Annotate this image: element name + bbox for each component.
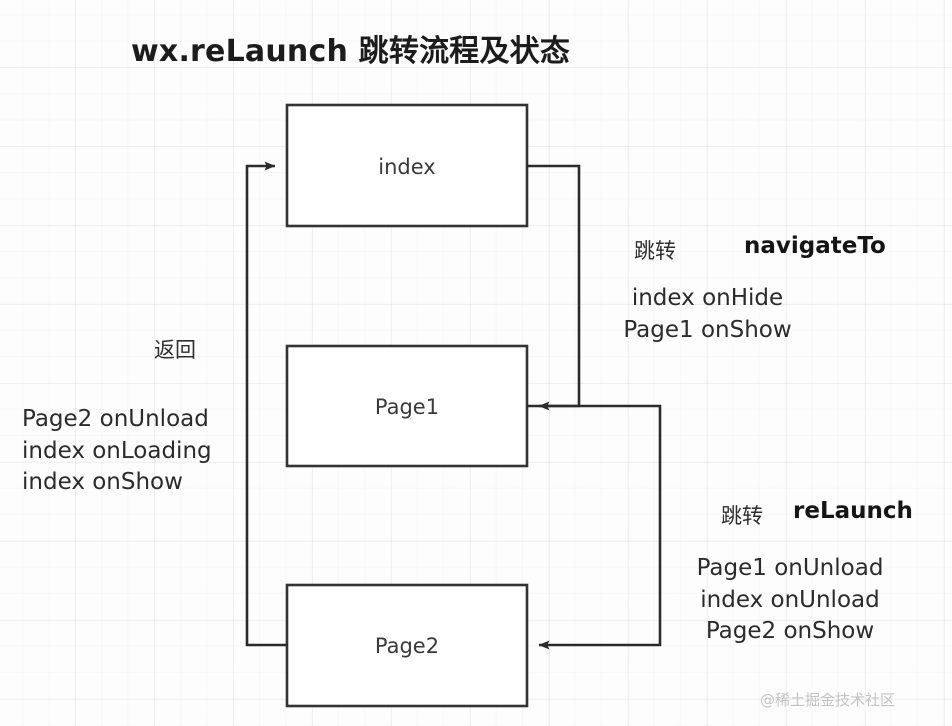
lifecycle-line: Page2 onUnload — [22, 406, 209, 432]
lifecycle-line: Page2 onShow — [705, 618, 875, 645]
lifecycle-line: index onHide — [631, 285, 784, 311]
edge-lifecycle-back: Page2 onUnload index onLoading index onS… — [22, 404, 252, 499]
node-box-page1 — [285, 344, 529, 468]
edge-api-relaunch: reLaunch — [793, 498, 913, 524]
edge-lifecycle-navigate: index onHide Page1 onShow — [590, 283, 825, 346]
lifecycle-line: Page1 onShow — [623, 316, 792, 343]
edge-page2-to-index — [245, 161, 287, 647]
lifecycle-line: index onLoading — [22, 437, 212, 464]
node-label-page2: Page2 — [374, 634, 440, 658]
node-box-index — [285, 103, 529, 228]
node-box-page2 — [285, 583, 529, 708]
lifecycle-line: Page1 onUnload — [696, 555, 884, 581]
page-title: wx.reLaunch 跳转流程及状态 — [131, 34, 571, 69]
edge-index-to-page1 — [527, 164, 581, 411]
lifecycle-line: index onShow — [22, 469, 183, 496]
node-label-index: index — [378, 155, 436, 179]
edge-action-navigate: 跳转 — [634, 239, 676, 263]
watermark: @稀土掘金技术社区 — [760, 691, 896, 709]
edge-page1-to-page2 — [527, 404, 662, 650]
lifecycle-line: index onUnload — [700, 586, 880, 613]
edge-action-relaunch: 跳转 — [721, 504, 763, 528]
edge-action-back: 返回 — [154, 338, 196, 362]
edge-api-navigateto: navigateTo — [744, 233, 886, 259]
node-label-page1: Page1 — [374, 395, 440, 419]
edge-lifecycle-relaunch: Page1 onUnload index onUnload Page2 onSh… — [665, 553, 915, 648]
